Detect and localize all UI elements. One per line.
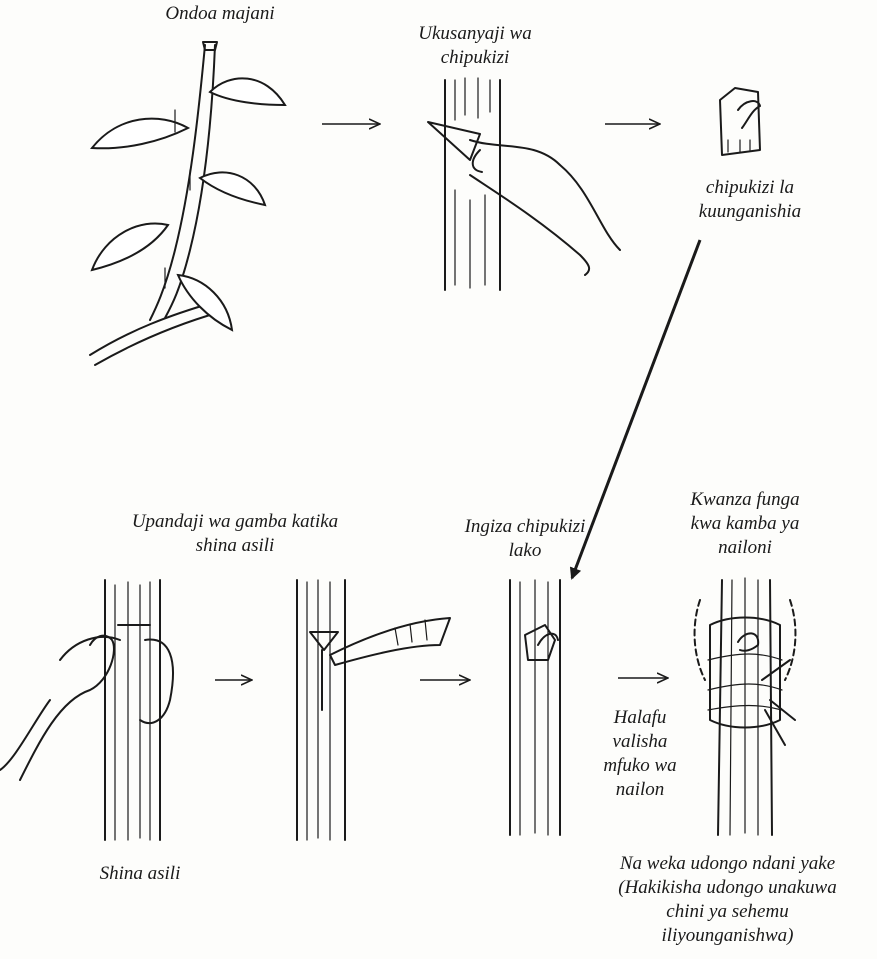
- label-bark-cut: Upandaji wa gamba katika shina asili: [90, 510, 380, 558]
- label-insert-bud-line1: Ingiza chipukizi: [440, 515, 610, 539]
- label-remove-leaves: Ondoa majani: [120, 2, 320, 26]
- label-grafting-bud-line1: chipukizi la: [660, 176, 840, 200]
- label-rootstock: Shina asili: [70, 862, 210, 886]
- label-insert-bud-line2: lako: [440, 539, 610, 563]
- label-tie-first-line1: Kwanza funga: [665, 488, 825, 512]
- label-tie-first-line2: kwa kamba ya: [665, 512, 825, 536]
- branch-with-leaves-drawing: [90, 42, 285, 365]
- bud-shield-drawing: [720, 88, 760, 155]
- label-bark-cut-line2: shina asili: [90, 534, 380, 558]
- label-then-wrap-line4: nailon: [585, 778, 695, 802]
- label-add-soil-line3: chini ya sehemu: [585, 900, 870, 924]
- label-grafting-bud-line2: kuunganishia: [660, 200, 840, 224]
- label-bark-cut-line1: Upandaji wa gamba katika: [90, 510, 380, 534]
- label-tie-first-line3: nailoni: [665, 536, 825, 560]
- label-then-wrap-line3: mfuko wa: [585, 754, 695, 778]
- label-collect-bud-line1: Ukusanyaji wa: [380, 22, 570, 46]
- label-add-soil-line4: iliyounganishwa): [585, 924, 870, 948]
- inserted-bud-drawing: [510, 580, 560, 835]
- label-then-wrap-line2: valisha: [585, 730, 695, 754]
- label-add-soil: Na weka udongo ndani yake (Hakikisha udo…: [585, 852, 870, 948]
- label-collect-bud-line2: chipukizi: [380, 46, 570, 70]
- label-then-wrap-line1: Halafu: [585, 706, 695, 730]
- bark-opening-drawing: [297, 580, 450, 840]
- label-grafting-bud: chipukizi la kuunganishia: [660, 176, 840, 224]
- label-tie-first: Kwanza funga kwa kamba ya nailoni: [665, 488, 825, 560]
- rootstock-cut-drawing: [0, 580, 173, 840]
- tied-graft-drawing: [695, 578, 796, 835]
- label-insert-bud: Ingiza chipukizi lako: [440, 515, 610, 563]
- label-add-soil-line2: (Hakikisha udongo unakuwa: [585, 876, 870, 900]
- label-collect-bud: Ukusanyaji wa chipukizi: [380, 22, 570, 70]
- label-then-wrap: Halafu valisha mfuko wa nailon: [585, 706, 695, 802]
- label-add-soil-line1: Na weka udongo ndani yake: [585, 852, 870, 876]
- bud-collection-drawing: [428, 78, 620, 290]
